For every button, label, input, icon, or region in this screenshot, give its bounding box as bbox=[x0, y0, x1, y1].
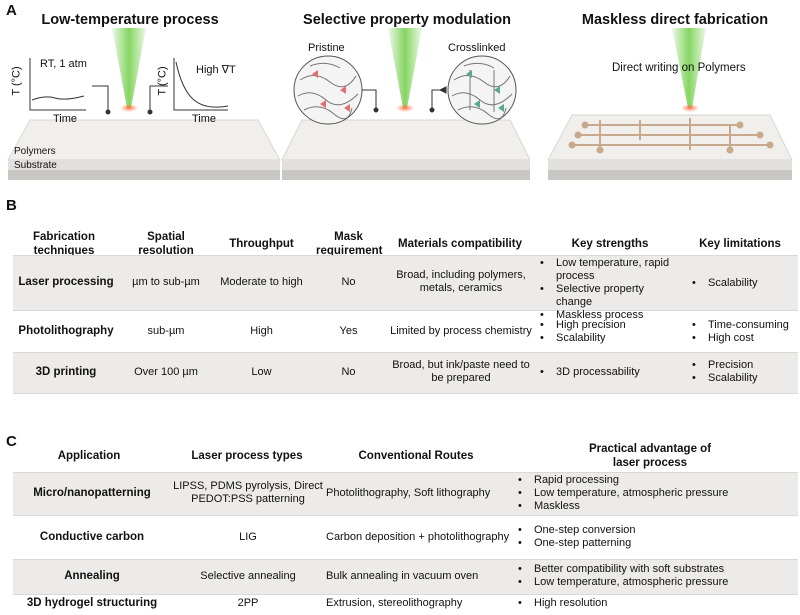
c-row4-application: 3D hydrogel structuring bbox=[26, 596, 158, 609]
b-row2-strength: Scalability bbox=[540, 332, 682, 345]
panel-a-title-2: Selective property modulation bbox=[303, 12, 511, 28]
panel-c-label: C bbox=[6, 433, 17, 450]
b-row2-limitations: Time-consuming High cost bbox=[692, 319, 796, 345]
b-row1-materials: Broad, including polymers, metals, ceram… bbox=[396, 269, 526, 294]
right-plot-ylabel: T (°C) bbox=[156, 66, 169, 96]
panel-a-title-3: Maskless direct fabrication bbox=[581, 12, 769, 28]
c-header-types: Laser process types bbox=[191, 450, 303, 462]
b-row1-strength: Maskless process bbox=[540, 309, 682, 322]
b-header-strengths: Key strengths bbox=[571, 238, 649, 250]
c-row3-advantages: Better compatibility with soft substrate… bbox=[518, 563, 793, 589]
pristine-circle bbox=[293, 55, 363, 125]
c-row1-advantage: Low temperature, atmospheric pressure bbox=[518, 487, 788, 500]
layer-substrate: Substrate bbox=[14, 160, 57, 171]
left-plot-ylabel: T (°C) bbox=[10, 66, 23, 96]
crosslinked-circle bbox=[447, 55, 517, 125]
c-row2-advantage: One-step patterning bbox=[518, 537, 788, 550]
slab-middle bbox=[281, 119, 531, 180]
b-row3-resolution: Over 100 µm bbox=[134, 365, 198, 378]
b-header-technique: Fabrication techniques bbox=[33, 231, 95, 257]
b-row2-limitation: Time-consuming bbox=[692, 319, 796, 332]
direct-writing-traces bbox=[568, 118, 774, 154]
c-row3-application: Annealing bbox=[64, 569, 120, 582]
laser-beam-middle bbox=[388, 28, 422, 112]
b-row2-strengths: High precision Scalability bbox=[540, 319, 682, 345]
panel-a-label: A bbox=[6, 2, 17, 19]
panel-b-label: B bbox=[6, 197, 17, 214]
b-row2-materials: Limited by process chemistry bbox=[390, 324, 532, 337]
left-plot-note: RT, 1 atm bbox=[40, 58, 87, 70]
c-row1-routes: Photolithography, Soft lithography bbox=[326, 486, 491, 499]
b-row3-strength: 3D processability bbox=[540, 366, 682, 379]
b-row1-limitations: Scalability bbox=[692, 277, 796, 290]
graph-right bbox=[147, 58, 229, 115]
c-row2-advantage: One-step conversion bbox=[518, 524, 788, 537]
b-row3-limitation: Precision bbox=[692, 359, 796, 372]
direct-writing-caption: Direct writing on Polymers bbox=[612, 62, 746, 74]
c-row1-advantage: Maskless bbox=[518, 500, 788, 513]
pristine-label: Pristine bbox=[308, 42, 345, 54]
b-row3-limitation: Scalability bbox=[692, 372, 796, 385]
b-header-mask: Mask requirement bbox=[316, 231, 383, 257]
b-row2-strength: High precision bbox=[540, 319, 682, 332]
b-row2-resolution: sub-µm bbox=[147, 324, 185, 337]
b-header-resolution: Spatial resolution bbox=[138, 231, 194, 257]
c-header-advantage: Practical advantage of laser process bbox=[588, 443, 712, 469]
c-row2-application: Conductive carbon bbox=[39, 530, 145, 543]
c-row1-advantage: Rapid processing bbox=[518, 474, 788, 487]
b-row1-technique: Laser processing bbox=[18, 275, 114, 288]
b-row3-strengths: 3D processability bbox=[540, 366, 682, 379]
b-header-materials: Materials compatibility bbox=[398, 238, 522, 250]
left-plot-xlabel: Time bbox=[53, 113, 78, 125]
b-header-limitations: Key limitations bbox=[699, 238, 781, 250]
laser-beam-left bbox=[112, 28, 146, 112]
layer-polymers: Polymers bbox=[14, 146, 56, 157]
b-row3-limitations: Precision Scalability bbox=[692, 359, 796, 385]
panel-a-title-1: Low-temperature process bbox=[41, 12, 219, 28]
c-row3-types: Selective annealing bbox=[200, 569, 296, 582]
right-plot-note: High ∇T bbox=[196, 64, 236, 76]
b-row1-strength: Selective property change bbox=[540, 283, 682, 309]
b-row1-resolution: µm to sub-µm bbox=[132, 275, 200, 288]
b-row1-strength: Low temperature, rapid process bbox=[540, 257, 682, 283]
graph-left bbox=[29, 58, 111, 115]
c-row3-advantage: Better compatibility with soft substrate… bbox=[518, 563, 793, 576]
c-row2-types: LIG bbox=[239, 530, 257, 543]
b-row1-throughput: Moderate to high bbox=[220, 275, 303, 288]
b-row2-throughput: High bbox=[250, 324, 273, 337]
c-row4-routes: Extrusion, stereolithography bbox=[326, 596, 463, 609]
crosslinked-label: Crosslinked bbox=[448, 42, 506, 54]
b-row3-mask: No bbox=[341, 365, 356, 378]
b-header-throughput: Throughput bbox=[229, 238, 294, 250]
c-row3-advantage: Low temperature, atmospheric pressure bbox=[518, 576, 793, 589]
b-row3-materials: Broad, but ink/paste need to be prepared bbox=[392, 359, 530, 384]
c-row3-routes: Bulk annealing in vacuum oven bbox=[326, 569, 479, 582]
c-row1-advantages: Rapid processing Low temperature, atmosp… bbox=[518, 474, 788, 513]
c-row1-application: Micro/nanopatterning bbox=[33, 486, 151, 499]
b-row2-technique: Photolithography bbox=[18, 324, 114, 337]
c-row4-advantage: High resolution bbox=[518, 597, 788, 610]
slab-left bbox=[7, 119, 281, 180]
c-header-routes: Conventional Routes bbox=[358, 450, 474, 462]
panel-a-illustration bbox=[7, 28, 793, 180]
b-row1-limitation: Scalability bbox=[692, 277, 796, 290]
right-plot-xlabel: Time bbox=[192, 113, 217, 125]
b-row3-throughput: Low bbox=[251, 365, 272, 378]
b-row1-mask: No bbox=[341, 275, 356, 288]
c-row2-advantages: One-step conversion One-step patterning bbox=[518, 524, 788, 550]
b-row2-limitation: High cost bbox=[692, 332, 796, 345]
c-row4-types: 2PP bbox=[237, 596, 259, 609]
c-row4-advantages: High resolution bbox=[518, 597, 788, 610]
c-row1-types: LIPSS, PDMS pyrolysis, Direct PEDOT:PSS … bbox=[173, 480, 323, 505]
b-row1-strengths: Low temperature, rapid process Selective… bbox=[540, 257, 682, 322]
b-row3-technique: 3D printing bbox=[35, 365, 97, 378]
c-row2-routes: Carbon deposition + photolithography bbox=[326, 530, 510, 543]
b-row2-mask: Yes bbox=[339, 324, 358, 337]
c-header-application: Application bbox=[57, 450, 121, 462]
laser-beam-right bbox=[672, 28, 706, 112]
